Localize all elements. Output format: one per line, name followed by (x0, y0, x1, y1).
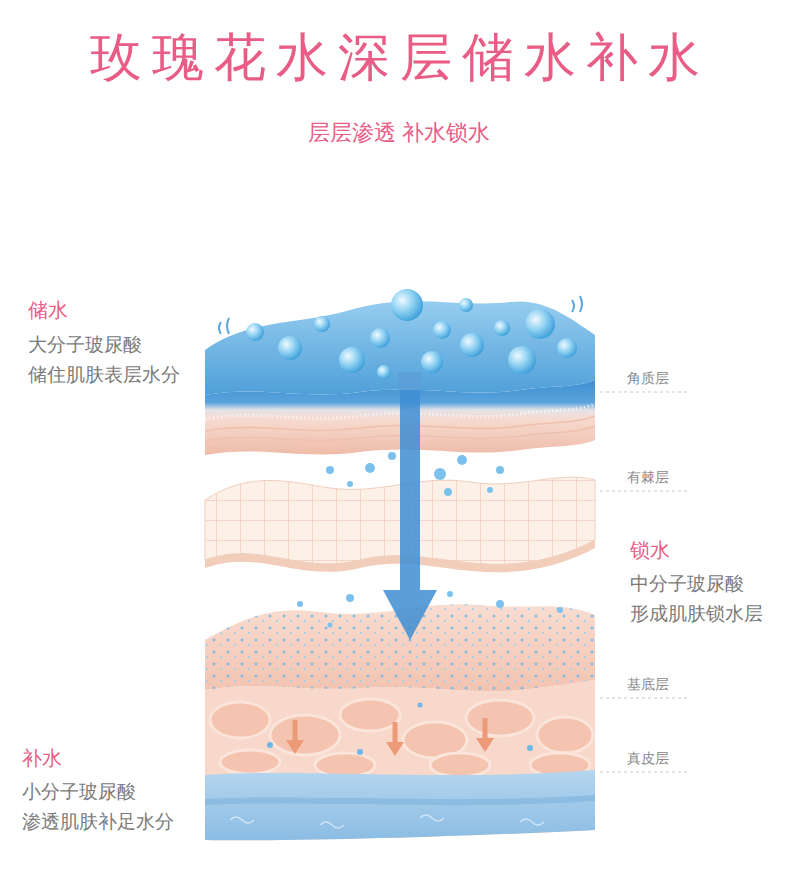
layer-name: 真皮层 (627, 748, 669, 768)
layer-name: 基底层 (627, 674, 669, 694)
callout-body: 中分子玻尿酸 形成肌肤锁水层 (630, 568, 763, 628)
callout-body: 大分子玻尿酸 储住肌肤表层水分 (28, 329, 180, 389)
layer-name: 有棘层 (627, 467, 669, 487)
callout-heading: 储水 (28, 296, 68, 324)
subtitle: 层层渗透 补水锁水 (4, 118, 790, 148)
callout-heading: 补水 (22, 744, 62, 772)
layer-name: 角质层 (627, 368, 669, 388)
page-title: 玫瑰花水深层储水补水 (0, 26, 790, 90)
callout-heading: 锁水 (630, 536, 670, 564)
callout-body: 小分子玻尿酸 渗透肌肤补足水分 (22, 776, 174, 836)
